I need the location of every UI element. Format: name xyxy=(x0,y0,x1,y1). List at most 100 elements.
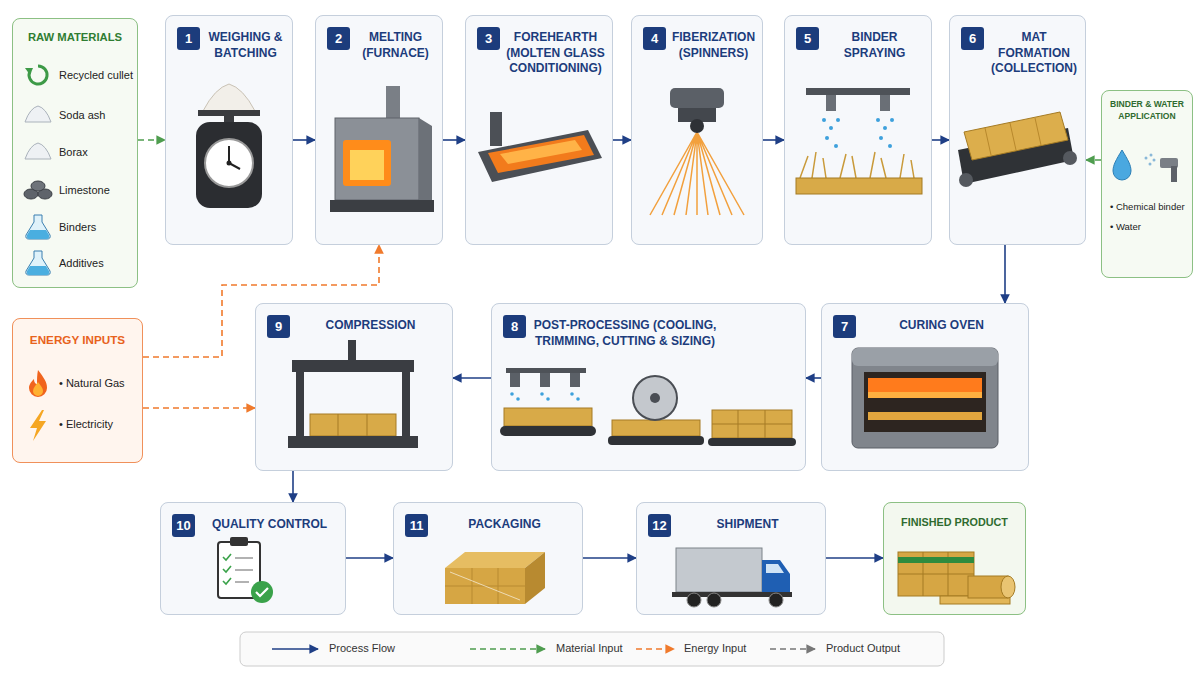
oven-illustration-part xyxy=(868,412,982,420)
process-box: 12SHIPMENT xyxy=(636,502,826,615)
forehearth-illustration-part xyxy=(478,130,602,182)
step-title: POST-PROCESSING (COOLING, TRIMMING, CUTT… xyxy=(530,318,720,349)
input-panel: RAW MATERIALSRecycled culletSoda ashBora… xyxy=(12,18,138,288)
process-arrow xyxy=(932,139,949,141)
binder-water-icons-part-part xyxy=(1150,154,1153,157)
panel-item: Binders xyxy=(59,221,96,233)
oven-illustration-part xyxy=(868,392,982,398)
panel-item: Additives xyxy=(59,257,104,269)
legend-box-part xyxy=(636,648,674,650)
box-fill-part xyxy=(255,303,453,471)
process-arrow xyxy=(763,139,784,141)
press-illustration-part xyxy=(310,414,396,436)
raw-material-icons-part xyxy=(25,143,51,159)
post-processing-illustration-part-part xyxy=(576,397,580,401)
energy-icons-part xyxy=(30,410,46,441)
spray-illustration-part-part xyxy=(822,118,826,122)
legend-label: Energy Input xyxy=(684,642,746,654)
process-arrow xyxy=(453,377,491,379)
mat-conveyor-illustration-part xyxy=(985,118,1041,155)
post-processing-illustration-part xyxy=(500,426,596,436)
input-panel: ENERGY INPUTS • Natural Gas • Electricity xyxy=(12,318,143,463)
clipboard-illustration-part xyxy=(256,588,268,596)
output-title: FINISHED PRODUCT xyxy=(884,503,1025,528)
box-fill xyxy=(12,15,1193,615)
post-processing-illustration-part xyxy=(633,376,677,420)
clipboard-illustration xyxy=(218,537,273,603)
energy-icons-part xyxy=(29,370,47,397)
step-title: BINDER SPRAYING xyxy=(823,30,926,61)
post-processing-illustration-part xyxy=(712,410,792,438)
panel-item: Soda ash xyxy=(59,109,105,121)
step-number: 4 xyxy=(643,27,666,50)
panel-heading: ENERGY INPUTS xyxy=(13,319,142,346)
material-input-arrow xyxy=(1086,159,1101,161)
clipboard-illustration-part xyxy=(235,558,253,582)
process-arrow xyxy=(583,557,636,559)
box-fill-part xyxy=(883,502,1026,615)
scale-illustration-part xyxy=(227,161,232,166)
spray-illustration-part xyxy=(796,178,922,194)
post-processing-illustration-part xyxy=(712,410,792,438)
oven-illustration-part xyxy=(852,348,998,366)
spray-illustration-part-part xyxy=(829,126,833,130)
legend-label: Product Output xyxy=(826,642,900,654)
step-number: 12 xyxy=(648,514,671,537)
post-processing-illustration-part xyxy=(612,420,700,436)
furnace-illustration-part xyxy=(335,118,419,200)
process-box: 8POST-PROCESSING (COOLING, TRIMMING, CUT… xyxy=(491,303,806,471)
process-arrow xyxy=(346,557,393,559)
press-illustration-part xyxy=(338,414,367,436)
spray-illustration-part xyxy=(822,118,894,148)
binder-water-icons-part xyxy=(1145,154,1156,166)
box-fill-part xyxy=(636,502,826,615)
step-number: 11 xyxy=(405,514,428,537)
press-illustration-part xyxy=(292,360,414,372)
bundle-illustration-part xyxy=(525,552,545,604)
spray-illustration-part xyxy=(806,88,910,95)
spinner-illustration-part xyxy=(690,119,704,133)
step-title: QUALITY CONTROL xyxy=(199,517,340,533)
spray-illustration xyxy=(796,88,922,194)
spray-illustration-part-part xyxy=(825,136,829,140)
truck-illustration-part xyxy=(707,593,721,607)
post-processing-illustration-part xyxy=(650,393,660,403)
spray-illustration-part xyxy=(880,95,890,111)
process-box: 11PACKAGING xyxy=(393,502,583,615)
spray-illustration-part-part xyxy=(876,118,880,122)
post-processing-illustration-part xyxy=(504,408,592,426)
panel-heading: BINDER & WATER APPLICATION xyxy=(1102,91,1192,122)
process-box: 2MELTING (FURNACE) xyxy=(315,15,443,245)
step-number: 8 xyxy=(503,315,526,338)
raw-material-icons-part xyxy=(27,230,49,239)
box-fill-part xyxy=(12,18,138,288)
truck-illustration-part xyxy=(766,564,784,573)
truck-illustration-part xyxy=(762,560,790,592)
scale-illustration xyxy=(196,84,262,208)
spinner-illustration-part xyxy=(650,132,744,215)
raw-material-icons-part xyxy=(26,251,50,275)
truck-illustration-part xyxy=(687,593,701,607)
box-fill-part xyxy=(1101,90,1193,278)
process-arrow xyxy=(806,377,821,379)
mat-conveyor-illustration-part xyxy=(1063,151,1077,165)
post-processing-illustration-part xyxy=(506,368,586,373)
panel-item: • Natural Gas xyxy=(59,377,125,389)
post-processing-illustration-part-part xyxy=(516,397,520,401)
panel-item: • Electricity xyxy=(59,418,113,430)
post-processing-illustration-part xyxy=(540,373,550,387)
step-number: 7 xyxy=(833,315,856,338)
box-fill-part xyxy=(491,303,806,471)
furnace-illustration xyxy=(330,86,434,212)
step-title: FIBERIZATION (SPINNERS) xyxy=(670,30,757,61)
panel-item: Limestone xyxy=(59,184,110,196)
furnace-illustration-part xyxy=(419,118,432,206)
forehearth-illustration-part xyxy=(488,135,594,173)
finished-product-illustration-part xyxy=(898,557,974,563)
clipboard-illustration-part xyxy=(251,581,273,603)
forehearth-illustration-part xyxy=(490,112,502,146)
binder-water-icons-part-part xyxy=(1145,157,1148,160)
post-processing-illustration-part-part xyxy=(510,392,514,396)
panel-item: • Chemical binder xyxy=(1110,201,1185,212)
